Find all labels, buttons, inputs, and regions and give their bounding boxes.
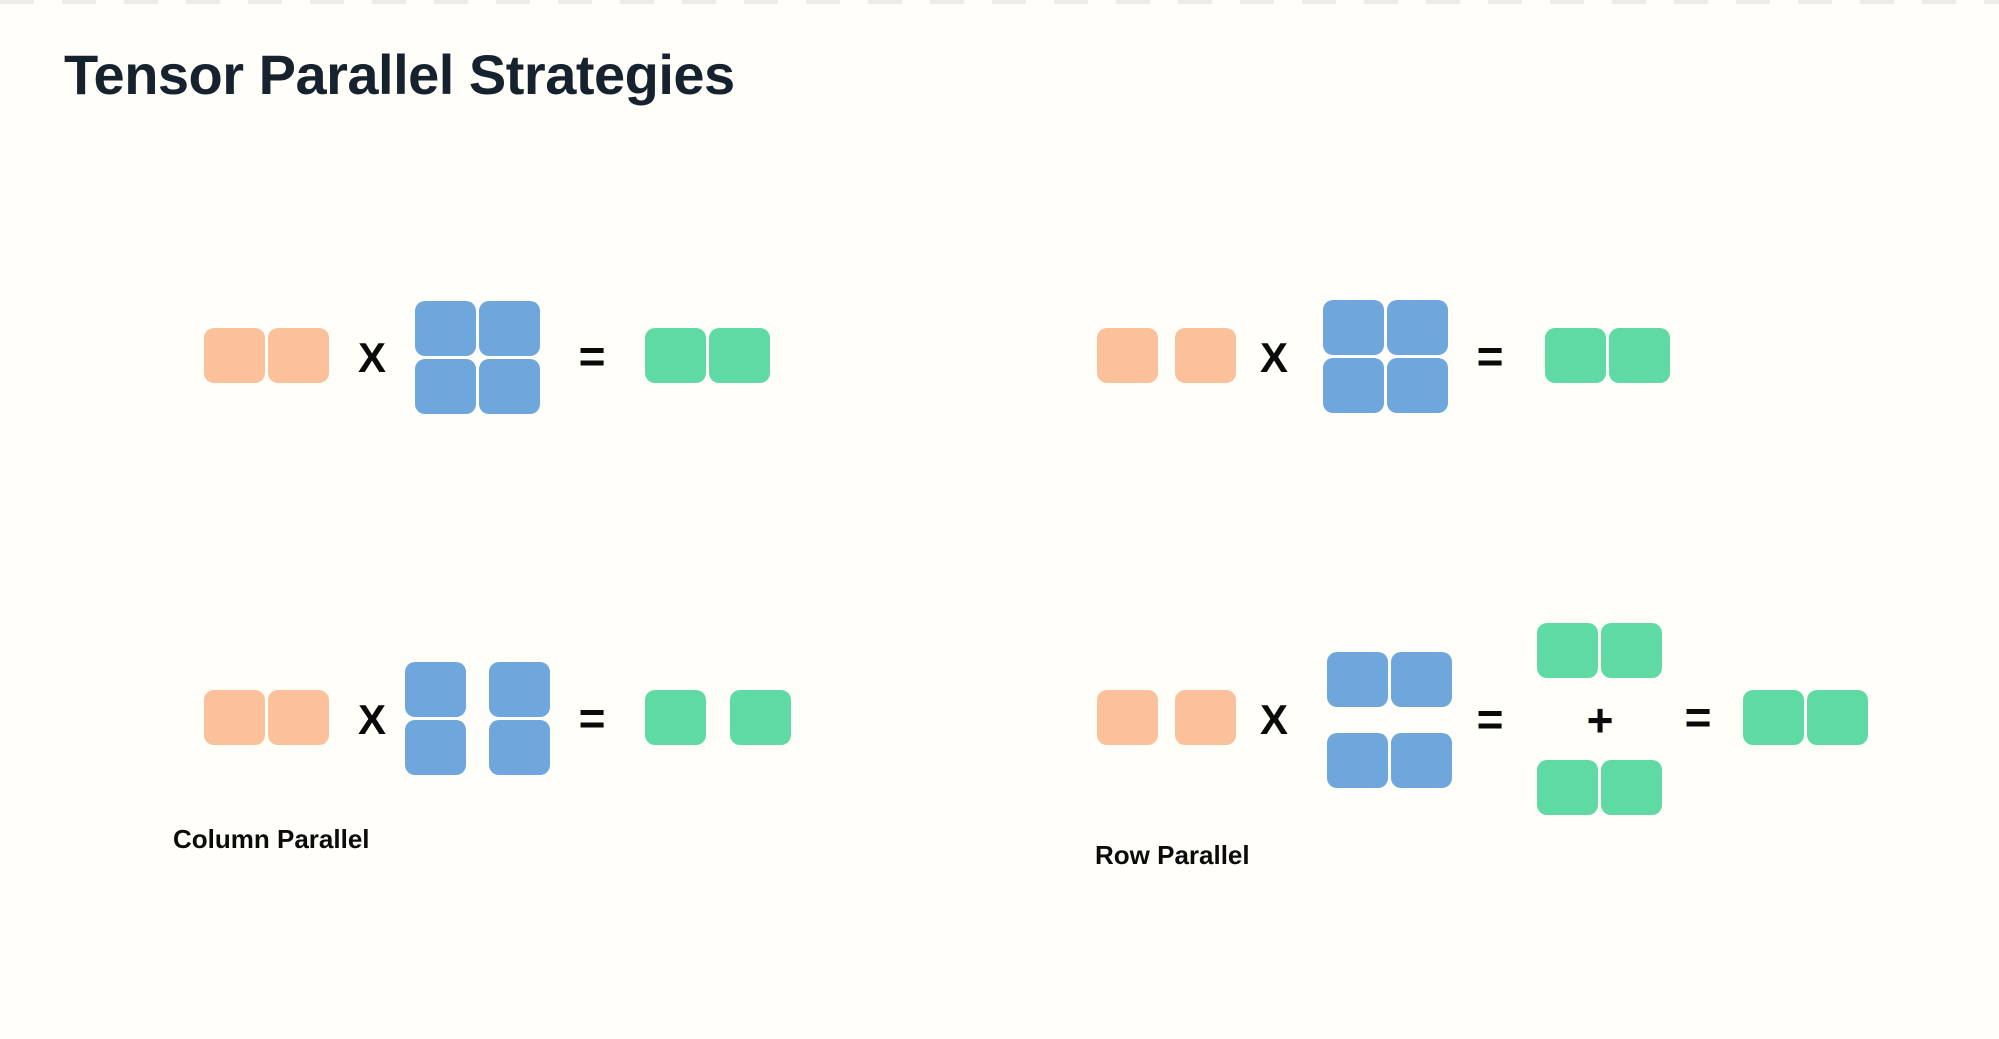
input-row-blocks — [1097, 328, 1236, 383]
row-parallel-label: Row Parallel — [1095, 840, 1250, 870]
output-row-blocks — [1743, 690, 1868, 745]
equals-operator: = — [1476, 330, 1504, 382]
partial-output-block — [1537, 760, 1598, 815]
partial-output-block — [1601, 760, 1662, 815]
input-block — [204, 328, 265, 383]
output-block — [1807, 690, 1868, 745]
output-block — [1609, 328, 1670, 383]
multiply-operator: X — [357, 334, 387, 381]
weight-block — [479, 359, 540, 414]
weight-block — [405, 662, 466, 717]
output-block — [645, 328, 706, 383]
weight-block — [489, 720, 550, 775]
output-row-split-blocks — [645, 690, 791, 745]
input-row-blocks — [1097, 690, 1236, 745]
output-row-blocks — [1545, 328, 1670, 383]
weight-block — [415, 301, 476, 356]
weight-block — [1391, 733, 1452, 788]
equals-operator: = — [1476, 693, 1504, 745]
weight-block — [489, 662, 550, 717]
weight-matrix-blocks — [1323, 300, 1448, 413]
equals-operator: = — [578, 330, 606, 382]
equals-operator: = — [1684, 691, 1712, 743]
weight-block — [1387, 358, 1448, 413]
equals-operator: = — [578, 692, 606, 744]
partial-output-row-blocks — [1537, 623, 1662, 678]
input-block — [268, 690, 329, 745]
weight-block — [1323, 358, 1384, 413]
weight-block — [479, 301, 540, 356]
output-block — [1545, 328, 1606, 383]
weight-block — [1327, 652, 1388, 707]
input-block — [268, 328, 329, 383]
input-block — [1175, 690, 1236, 745]
partial-output-block — [1537, 623, 1598, 678]
page-title: Tensor Parallel Strategies — [64, 43, 735, 106]
top-dash-border — [0, 0, 1999, 4]
weight-matrix-row-split-blocks — [1327, 652, 1452, 788]
column-parallel-label: Column Parallel — [173, 824, 370, 854]
partial-output-row-blocks — [1537, 760, 1662, 815]
output-block — [709, 328, 770, 383]
input-row-blocks — [204, 690, 329, 745]
input-block — [1097, 690, 1158, 745]
output-block — [730, 690, 791, 745]
input-block — [1175, 328, 1236, 383]
weight-matrix-column-split-blocks — [405, 662, 550, 775]
multiply-operator: X — [1259, 334, 1289, 381]
partial-output-block — [1601, 623, 1662, 678]
weight-block — [1327, 733, 1388, 788]
weight-block — [1323, 300, 1384, 355]
weight-block — [1391, 652, 1452, 707]
output-row-blocks — [645, 328, 770, 383]
input-block — [204, 690, 265, 745]
output-block — [1743, 690, 1804, 745]
multiply-operator: X — [357, 696, 387, 743]
output-block — [645, 690, 706, 745]
weight-block — [1387, 300, 1448, 355]
weight-matrix-blocks — [415, 301, 540, 414]
input-row-blocks — [204, 328, 329, 383]
weight-block — [405, 720, 466, 775]
input-block — [1097, 328, 1158, 383]
weight-block — [415, 359, 476, 414]
multiply-operator: X — [1259, 696, 1289, 743]
plus-operator: + — [1586, 694, 1614, 746]
